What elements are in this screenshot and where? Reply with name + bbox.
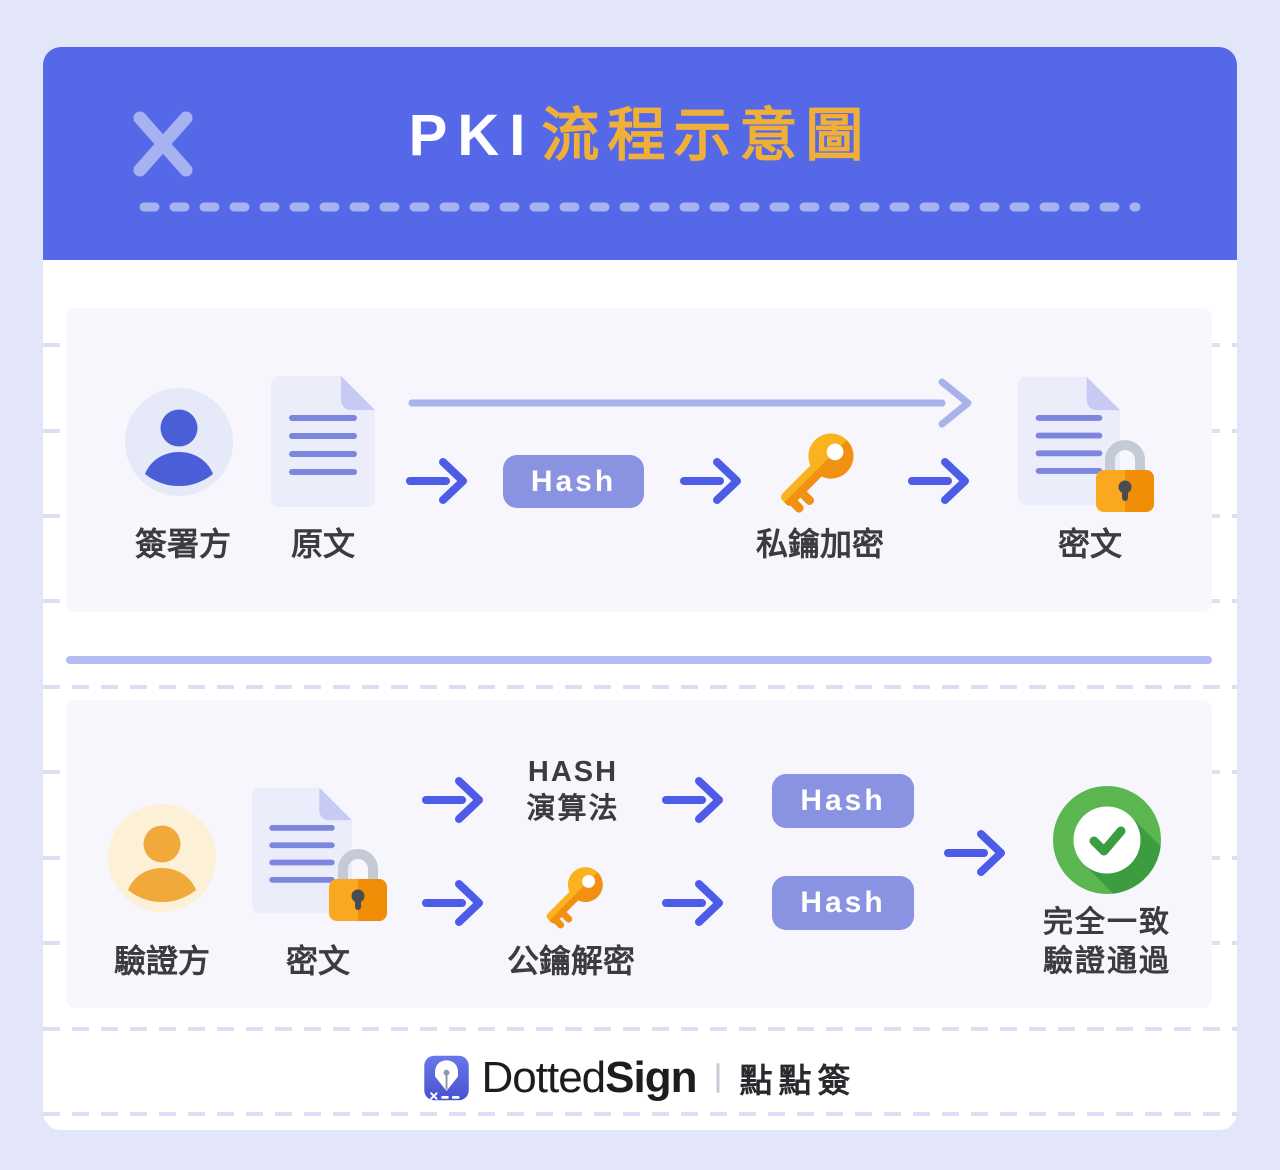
private-key-icon [766, 423, 864, 521]
public-key-label: 公鑰解密 [506, 943, 635, 979]
brand-name-zh: 點點簽 [739, 1062, 857, 1099]
header-dashed-divider [139, 202, 1141, 212]
hash-badge-text: Hash [800, 886, 886, 919]
private-key-label: 私鑰加密 [755, 526, 884, 562]
arrow-right-icon [680, 455, 746, 507]
result-line2: 驗證通過 [1043, 945, 1171, 978]
notebook-dash-line [43, 1027, 1237, 1031]
hash-algorithm-line2: 演算法 [526, 793, 620, 825]
cipher-label: 密文 [285, 943, 350, 979]
page-title-en: PKI [408, 103, 536, 168]
cipher-label: 密文 [1057, 526, 1122, 562]
hash-algorithm-label: HASH 演算法 [473, 754, 673, 828]
check-circle-icon [1053, 786, 1161, 894]
hash-badge: Hash [772, 876, 914, 930]
arrow-right-icon [662, 877, 728, 929]
close-icon[interactable] [130, 110, 196, 178]
notebook-dash-line [43, 685, 1237, 689]
arrow-right-icon [944, 827, 1010, 879]
result-line1: 完全一致 [1043, 906, 1171, 939]
notebook-dash-line [43, 1112, 1237, 1116]
arrow-right-icon [908, 455, 974, 507]
hash-badge-text: Hash [800, 784, 886, 817]
brand-name-bold: Sign [605, 1053, 697, 1102]
verification-result-label: 完全一致 驗證通過 [1007, 903, 1207, 981]
hash-badge: Hash [503, 455, 644, 508]
dottedsign-logo-icon [424, 1055, 469, 1101]
signing-flow-panel: 簽署方 原文 Hash 私鑰加密 密文 [66, 308, 1212, 612]
footer-separator [716, 1063, 720, 1093]
hash-algorithm-line1: HASH [527, 756, 619, 788]
hash-badge-text: Hash [530, 464, 617, 498]
brand-footer: DottedSign 點點簽 [413, 1053, 867, 1103]
arrow-right-icon [406, 455, 472, 507]
verifier-avatar-icon [108, 804, 216, 912]
original-doc-label: 原文 [290, 526, 355, 562]
arrow-right-icon [422, 877, 488, 929]
brand-wordmark: DottedSign [481, 1053, 698, 1103]
section-divider [66, 656, 1212, 664]
arrow-right-icon [662, 774, 728, 826]
brand-name-light: Dotted [481, 1053, 607, 1102]
lock-icon [329, 843, 387, 921]
original-document-icon [271, 376, 375, 507]
public-key-icon [535, 859, 611, 935]
hash-badge: Hash [772, 774, 914, 828]
long-arrow-icon [408, 375, 978, 431]
lock-icon [1096, 434, 1154, 512]
verifier-label: 驗證方 [113, 943, 210, 979]
verification-flow-panel: 驗證方 密文 HASH 演算法 公鑰解密 Hash Hash 完全一致 驗證通過 [66, 700, 1212, 1008]
signer-label: 簽署方 [134, 526, 231, 562]
signer-avatar-icon [125, 388, 233, 496]
page-title-zh: 流程示意圖 [541, 103, 872, 168]
